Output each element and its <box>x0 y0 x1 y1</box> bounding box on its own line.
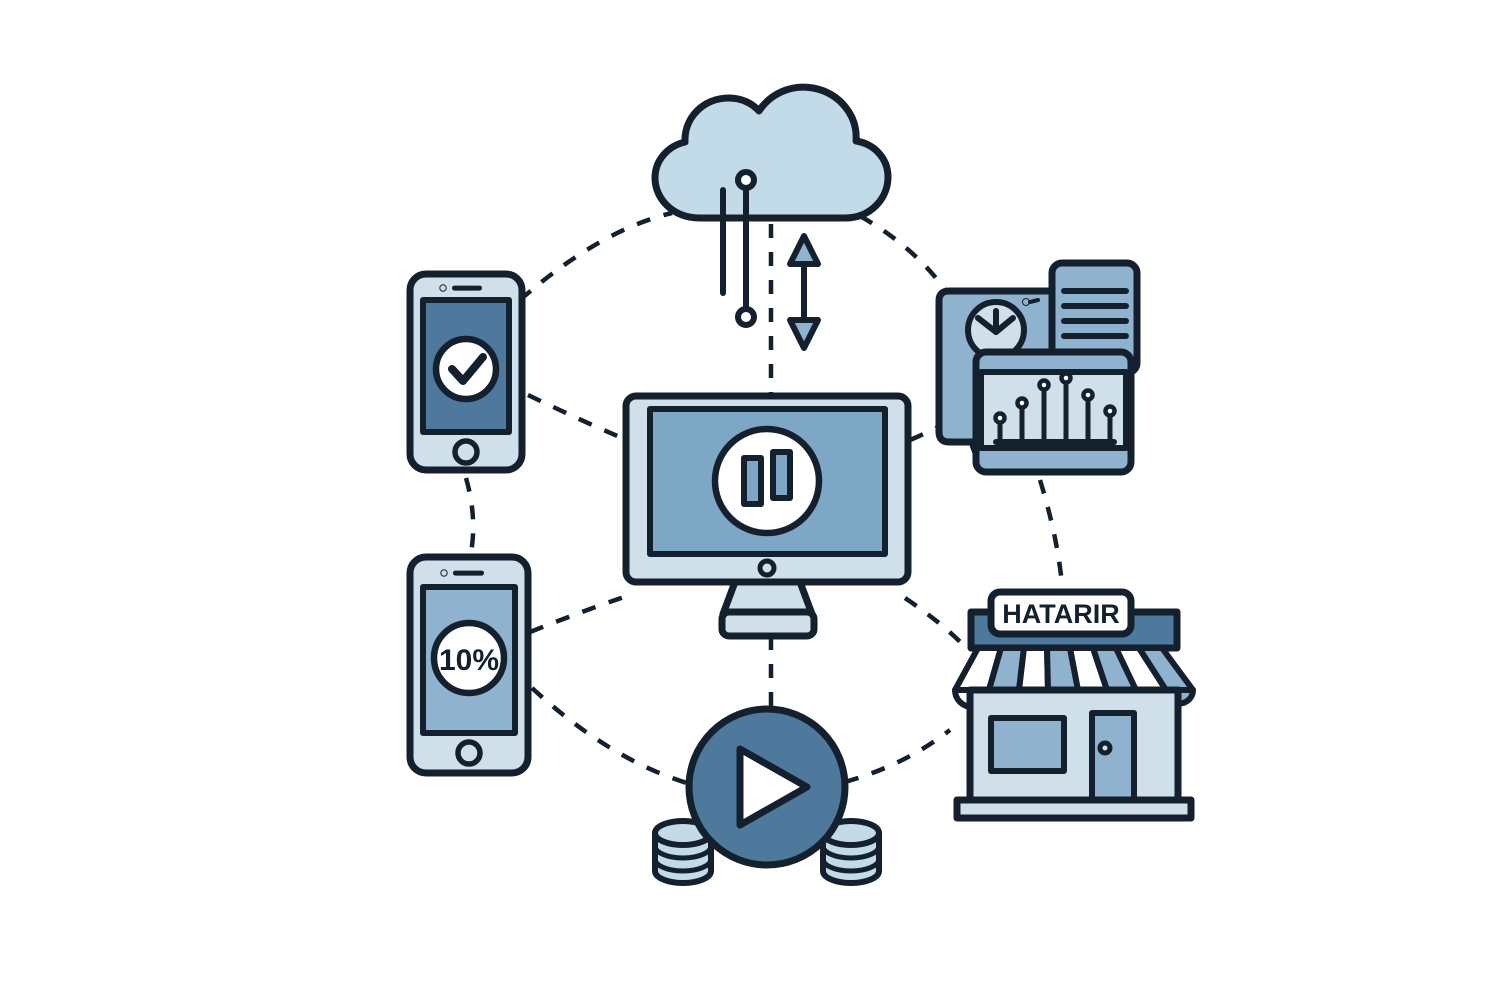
connector-phone-check-to-cloud <box>518 210 673 302</box>
phone-check-node[interactable] <box>406 270 526 474</box>
store-sign-plate <box>987 588 1135 638</box>
chart-marker-2 <box>1015 396 1029 410</box>
connector-phone-check-to-monitor <box>527 392 623 441</box>
chart-marker-1 <box>993 411 1007 425</box>
chart-marker-4 <box>1059 371 1073 385</box>
analytics-node[interactable] <box>935 259 1141 476</box>
storefront-node[interactable]: HATARIR <box>952 588 1196 822</box>
phone-discount-node[interactable]: 10% <box>406 553 532 777</box>
check-circle-icon <box>432 335 500 403</box>
store-sign-text: HATARIR <box>1002 599 1119 629</box>
sync-arrow-up-head <box>787 233 821 267</box>
cloud-stem-bottom-dot <box>735 306 757 328</box>
cloud-stem-top-dot <box>735 169 757 191</box>
awning-stripe-3 <box>1016 645 1051 693</box>
monitor-indicator-icon <box>757 558 777 578</box>
phone-discount-speaker-icon <box>453 570 484 576</box>
monitor-stand-base <box>718 608 818 640</box>
chart-window-plot-area <box>978 369 1129 451</box>
connector-monitor-to-store <box>903 596 970 652</box>
bubble-tick-icon <box>1028 298 1040 304</box>
connector-phone-discount-to-monitor <box>529 594 625 635</box>
percent-circle-icon <box>430 619 508 697</box>
chart-marker-5 <box>1081 388 1095 402</box>
phone-check-camera-icon <box>439 284 447 292</box>
pause-bar-right-icon <box>770 449 793 501</box>
phone-check-speaker-icon <box>452 285 482 291</box>
connector-play-to-store <box>844 728 952 785</box>
chart-marker-6 <box>1103 404 1117 418</box>
play-node[interactable] <box>652 705 882 886</box>
chart-marker-3 <box>1037 378 1051 392</box>
check-mark-icon <box>448 353 487 385</box>
connector-phone-check-to-phone-discount <box>463 477 476 559</box>
sync-arrow-down-head <box>787 317 821 351</box>
store-window <box>988 715 1067 774</box>
connector-analytics-to-store <box>1037 479 1066 599</box>
coin-right-ridge-1 <box>820 843 882 861</box>
coin-right-ridge-2 <box>820 856 882 874</box>
connector-cloud-to-analytics <box>858 214 954 302</box>
cloud-node[interactable] <box>651 83 892 351</box>
store-door-knob-icon[interactable] <box>1097 740 1113 756</box>
chart-series-lollipops <box>993 371 1117 445</box>
store-step-base <box>953 796 1195 822</box>
cloud-icon <box>651 83 892 222</box>
connector-phone-discount-to-play <box>530 686 691 787</box>
monitor-node[interactable] <box>622 392 912 640</box>
pause-circle-icon <box>711 425 823 537</box>
pause-bar-left-icon <box>741 455 764 507</box>
phone-check-home-button[interactable] <box>452 438 480 466</box>
store-door[interactable] <box>1089 710 1137 805</box>
discount-value-label: 10% <box>439 644 499 677</box>
coin-left-ridge-2 <box>652 856 714 874</box>
play-triangle-icon <box>736 745 811 829</box>
clock-hand-right-icon <box>993 315 1016 335</box>
coin-left-ridge-1 <box>652 843 714 861</box>
phone-discount-home-button[interactable] <box>455 739 483 767</box>
phone-discount-camera-icon <box>440 569 448 577</box>
